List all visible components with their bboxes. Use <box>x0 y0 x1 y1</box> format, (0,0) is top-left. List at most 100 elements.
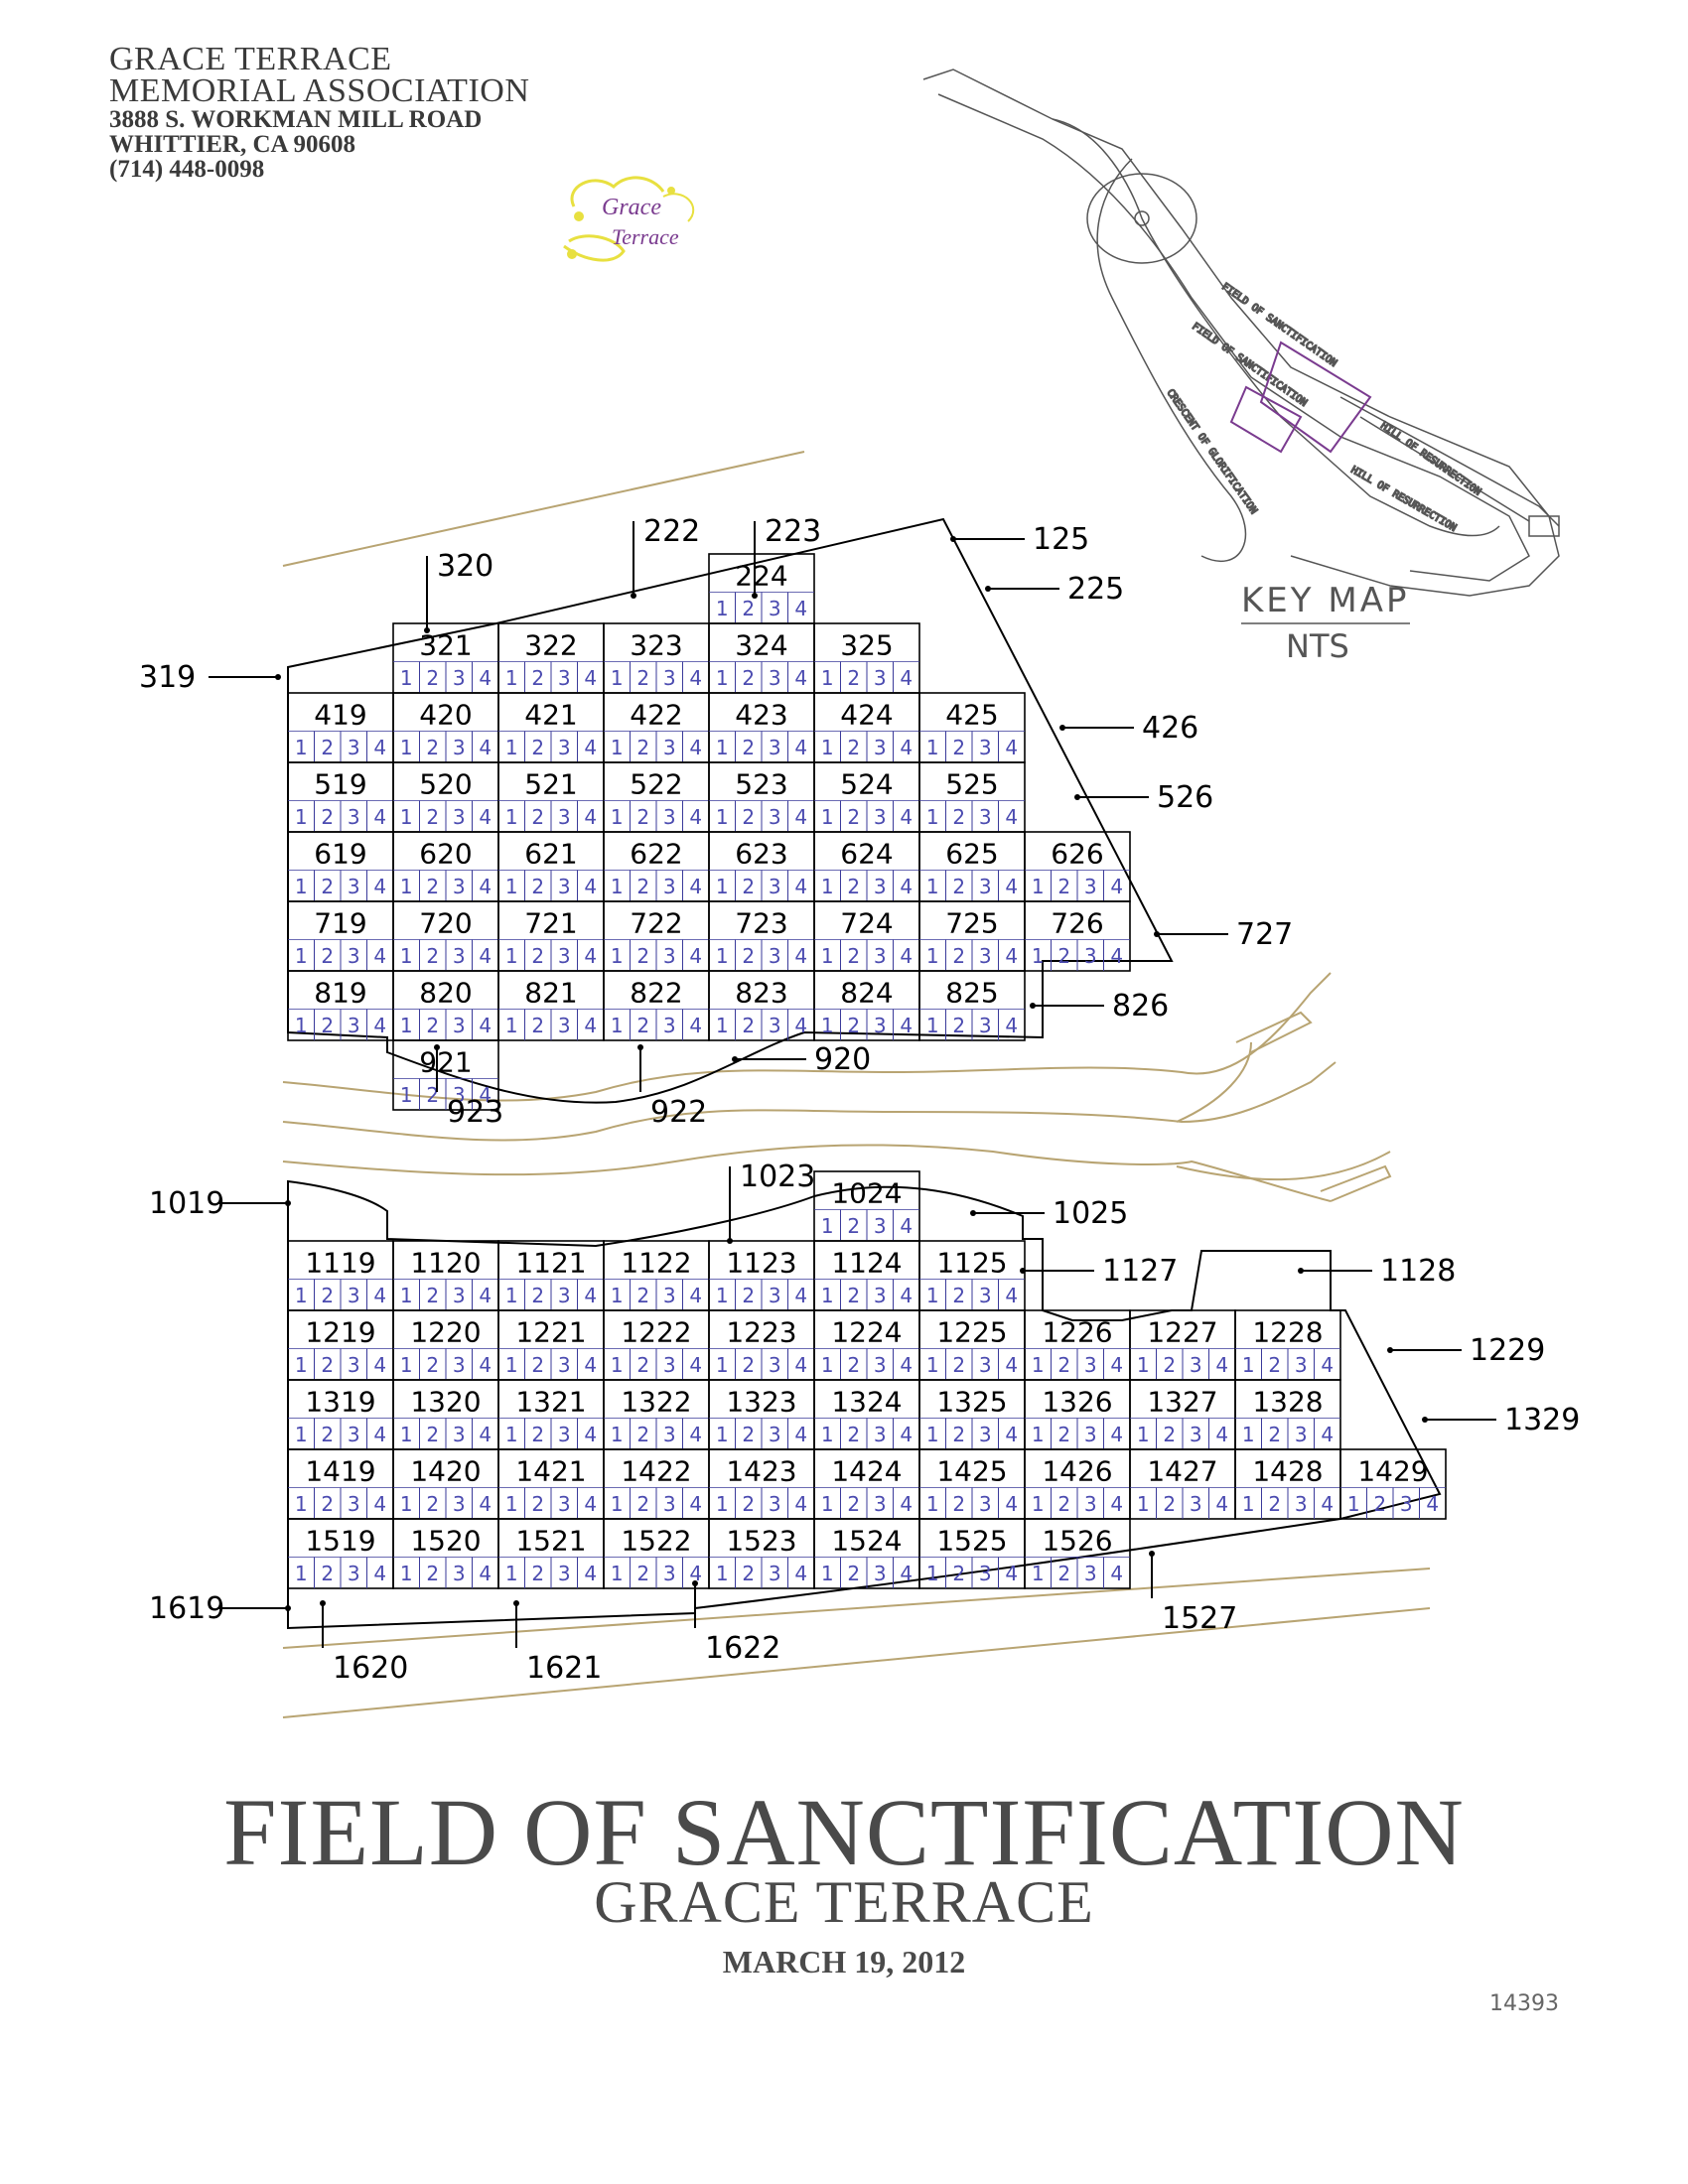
lot-number: 1228 <box>1252 1316 1323 1349</box>
lot-number: 620 <box>419 838 472 871</box>
sub-plot-number: 3 <box>663 736 676 759</box>
sub-plot-number: 3 <box>348 944 360 968</box>
callout-label: 1329 <box>1504 1403 1580 1437</box>
sub-plot-number: 4 <box>900 875 913 898</box>
lot-number: 1419 <box>305 1455 375 1488</box>
lot-number: 1120 <box>410 1247 481 1280</box>
callout-arrowhead <box>631 593 636 599</box>
